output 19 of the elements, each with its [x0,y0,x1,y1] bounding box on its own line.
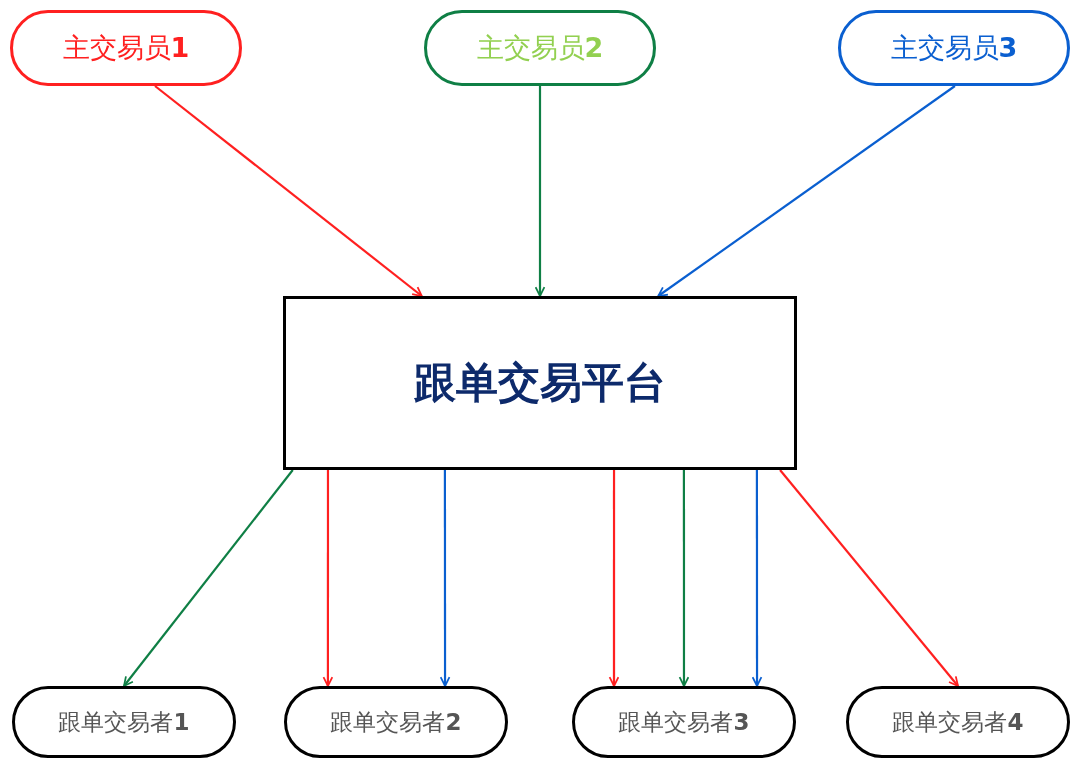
arrow [123,469,294,687]
node-label: 跟单交易者2 [330,707,462,737]
node-label: 跟单交易者3 [618,707,750,737]
arrow [608,470,620,687]
arrow [439,470,451,687]
arrow [678,470,690,687]
arrow [154,85,423,297]
platform-box [283,296,797,470]
arrow [322,470,334,687]
node-label: 主交易员2 [476,31,604,65]
arrow [751,470,763,687]
arrow [779,469,959,687]
node-label: 跟单交易者1 [58,707,190,737]
node-label: 主交易员1 [62,31,190,65]
arrow [657,85,956,297]
arrow [534,86,546,297]
platform-title: 跟单交易平台 [414,357,666,409]
node-label: 跟单交易者4 [892,707,1024,737]
node-label: 主交易员3 [890,31,1018,65]
